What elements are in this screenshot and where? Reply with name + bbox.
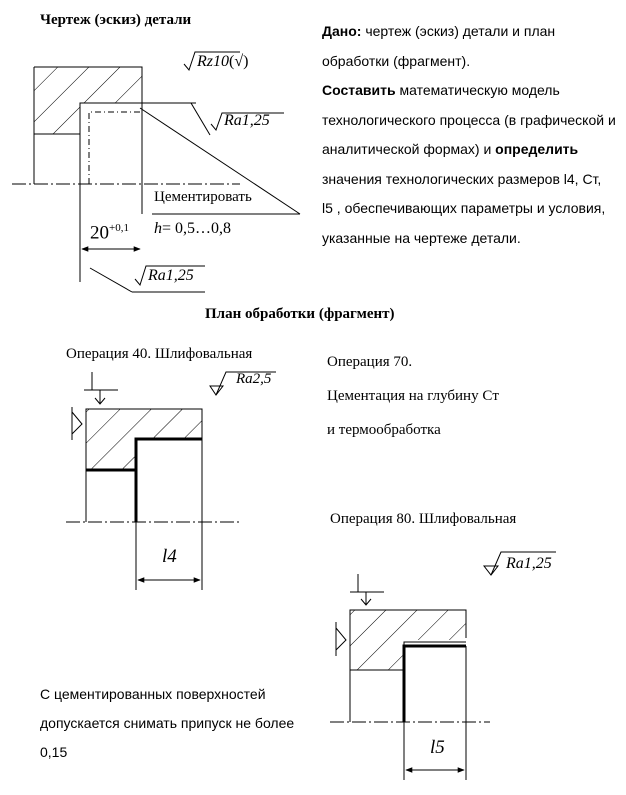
op80-ra: Ra1,25 [506,555,552,572]
ra-bottom-roughness-icon [134,265,205,287]
allowance-note: С цементированных поверхностей допускает… [40,686,295,760]
cement-label: Цементировать [154,189,252,205]
task-text: Дано: чертеж (эскиз) детали и план обраб… [322,17,616,253]
op70-line1: Операция 70. [327,354,413,370]
part-sketch [12,51,301,293]
given-label: Дано: [322,23,362,39]
compose-text: математическую модель технологического п… [322,82,616,157]
sketch-hatch-top [80,67,142,103]
op40-base-left-icon [71,407,83,440]
rz-value: Rz10 [197,53,229,70]
op40-hatch-top [86,409,202,439]
op40-base-top-icon [84,389,118,405]
op40-roughness-icon [209,371,276,396]
plan-title: План обработки (фрагмент) [205,306,395,322]
sketch-title: Чертеж (эскиз) детали [40,12,192,28]
op80-hatch-top [350,610,466,640]
op80-drawing [330,551,556,780]
op80-caption: Операция 80. Шлифовальная [330,511,517,527]
depth-range: = 0,5…0,8 [162,220,232,237]
op70-line3: и термообработка [327,422,441,438]
determine-label: определить [495,141,579,157]
depth-h: h [154,220,162,237]
sketch-outline [34,66,143,135]
op40-hatch-left [86,439,136,470]
sketch-hatch-left [34,67,80,134]
dim-20-base: 20 [90,222,109,244]
op70-line2: Цементация на глубину Cт [327,388,499,404]
cementation-line [88,111,142,184]
depth-label: h= 0,5…0,8 [154,220,231,238]
ra-top-label: Ra1,25 [224,112,270,129]
op40-caption: Операция 40. Шлифовальная [66,346,253,362]
op80-roughness-icon [482,551,556,576]
rz-roughness-icon [183,51,240,72]
op80-dim: l5 [430,737,445,758]
op80-hatch-left [350,640,404,670]
op40-dim: l4 [162,546,177,567]
determine-text: значения технологических размеров l4, Cт… [322,170,606,246]
op40-drawing [66,371,276,590]
dim-20-tol: +0,1 [109,222,129,234]
ra-bottom-label: Ra1,25 [148,267,194,284]
given-text: чертеж (эскиз) детали и план обработки (… [322,23,556,69]
op70-block: Операция 70. Цементация на глубину Cт и … [327,345,499,447]
op80-base-left-icon [335,622,347,656]
ra-top-roughness-icon [210,112,284,131]
op40-ra: Ra2,5 [236,371,272,387]
rz-label: Rz10(√) [197,53,248,71]
op80-base-top-icon [350,591,384,606]
dim-20-label: 20+0,1 [90,222,129,244]
rz-paren: (√) [229,53,249,70]
compose-label: Составить [322,82,396,98]
